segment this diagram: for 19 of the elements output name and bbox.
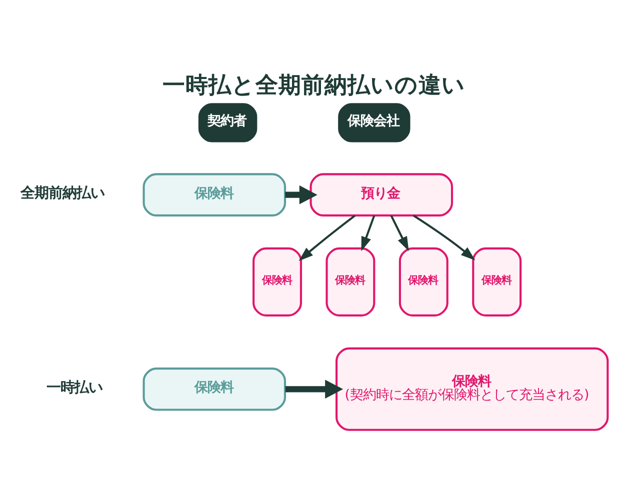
arrow [390,214,409,251]
label: 一時払い [46,379,102,396]
label: 全期前納払い [20,185,105,202]
node-box: 保険料 [142,367,286,410]
node-box: 保険料 [398,246,448,316]
node-box: 保険会社 [338,102,410,142]
node-box: 預り金 [310,172,454,216]
node-box: 保険料 (契約時に全額が保険料として充当される) [336,346,609,430]
diagram-title: 一時払と全期前納払いの違い [162,72,466,98]
arrow [298,214,356,261]
node-box: 保険料 [472,246,522,316]
node-box: 保険料 [142,172,286,216]
node-box: 保険料 [252,246,302,316]
node-box: 契約者 [198,102,258,142]
node-box: 保険料 [326,246,376,316]
arrow [412,214,476,260]
arrow [285,184,318,204]
arrow [285,379,344,398]
arrow [361,214,376,251]
